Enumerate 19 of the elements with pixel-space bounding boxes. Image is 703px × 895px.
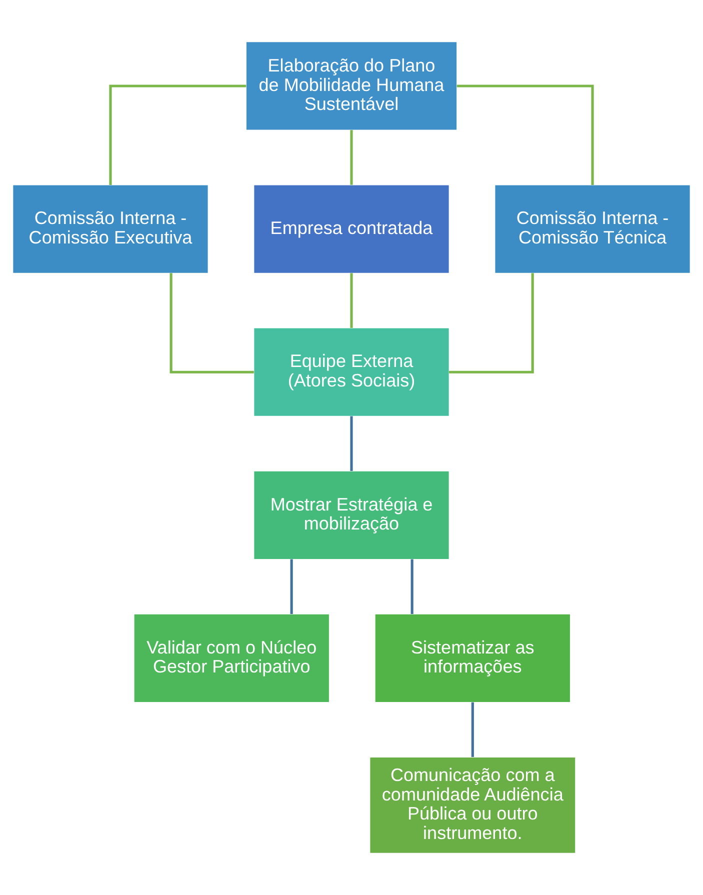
connector — [109, 84, 246, 185]
connector — [456, 84, 594, 185]
connector — [471, 702, 474, 757]
connector — [350, 273, 353, 328]
connector — [290, 559, 293, 614]
node-box: Mostrar Estratégia e mobilização — [254, 471, 449, 559]
node-box: Sistematizar as informações — [375, 614, 570, 702]
node-box: Empresa contratada — [254, 185, 449, 273]
connector — [448, 273, 534, 374]
node-box: Equipe Externa (Atores Sociais) — [254, 328, 449, 416]
connector — [350, 130, 353, 185]
node-box: Comunicação com a comunidade Audiência Pública ou outro instrumento. — [370, 757, 576, 853]
connector — [170, 273, 254, 374]
node-box: Comissão Interna - Comissão Técnica — [495, 185, 690, 273]
connector — [410, 559, 414, 614]
node-box: Elaboração do Plano de Mobilidade Humana Sustentável — [246, 42, 457, 130]
connector — [350, 416, 353, 471]
node-box: Validar com o Núcleo Gestor Participativo — [134, 614, 329, 702]
node-box: Comissão Interna - Comissão Executiva — [13, 185, 208, 273]
